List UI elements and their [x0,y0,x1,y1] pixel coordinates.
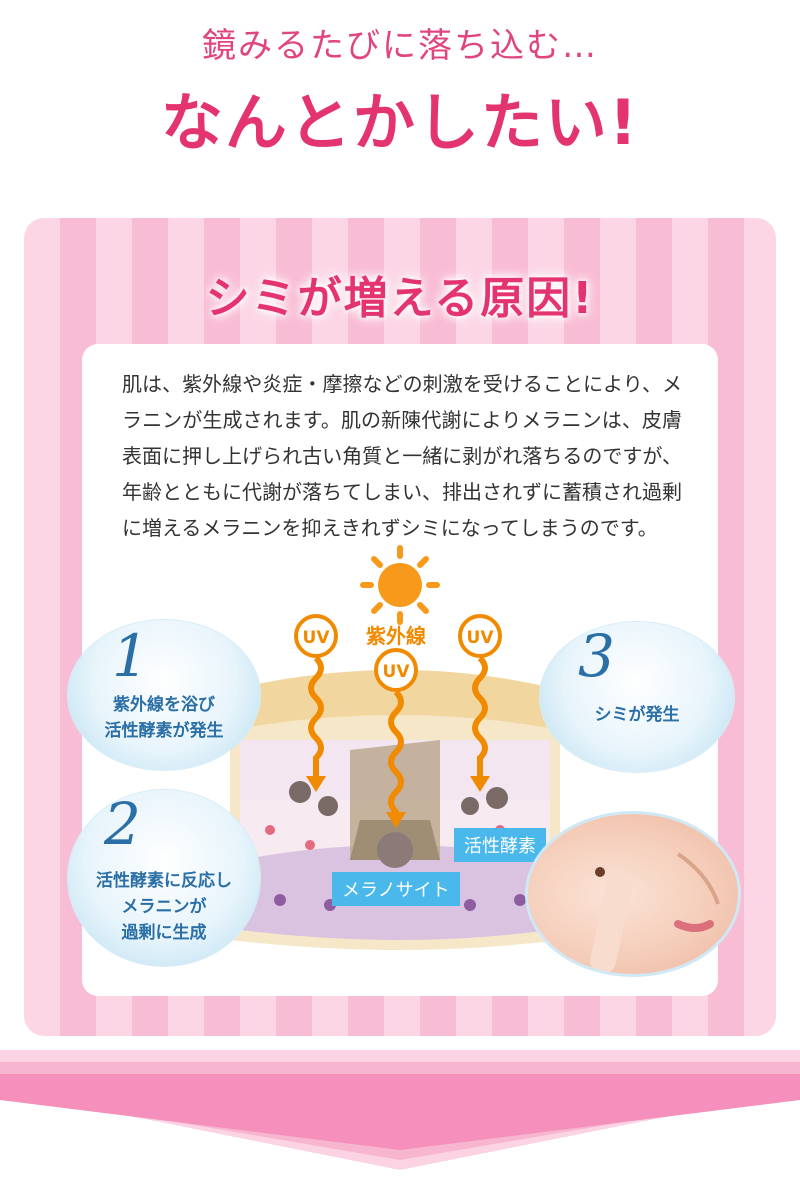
melanocyte-tag: メラノサイト [332,872,460,906]
down-chevron-decoration [0,1050,800,1170]
uv-badge-label: UV [303,628,331,648]
step-3-text: シミが発生 [594,705,680,725]
uv-arrow-icon [308,655,488,824]
step-1-text: 紫外線を浴び 活性酵素が発生 [104,695,224,741]
uv-sun-label: 紫外線 [366,624,426,648]
face-photo [528,814,738,974]
step-2-number: 2 [104,790,141,858]
uv-badge-label: UV [383,662,411,682]
sun-icon [360,545,440,625]
explanation-text: 肌は、紫外線や炎症・摩擦などの刺激を受けることにより、メラニンが生成されます。肌… [122,372,682,540]
headline-main: なんとかしたい! [160,86,640,159]
step-3-bubble: 3 シミが発生 [540,622,734,772]
active-enzyme-tag: 活性酵素 [454,828,546,862]
step-3-number: 3 [578,622,615,690]
uv-badge-icon [294,614,502,692]
uv-badge-label: UV [467,628,495,648]
card-title: シミが増える原因! [205,273,595,324]
headline-sub: 鏡みるたびに落ち込む… [202,26,598,66]
step-2-bubble: 2 活性酵素に反応し メラニンが 過剰に生成 [68,790,260,966]
step-1-number: 1 [112,622,149,690]
step-1-bubble: 1 紫外線を浴び 活性酵素が発生 [68,620,260,770]
step-2-text: 活性酵素に反応し メラニンが 過剰に生成 [96,871,232,943]
